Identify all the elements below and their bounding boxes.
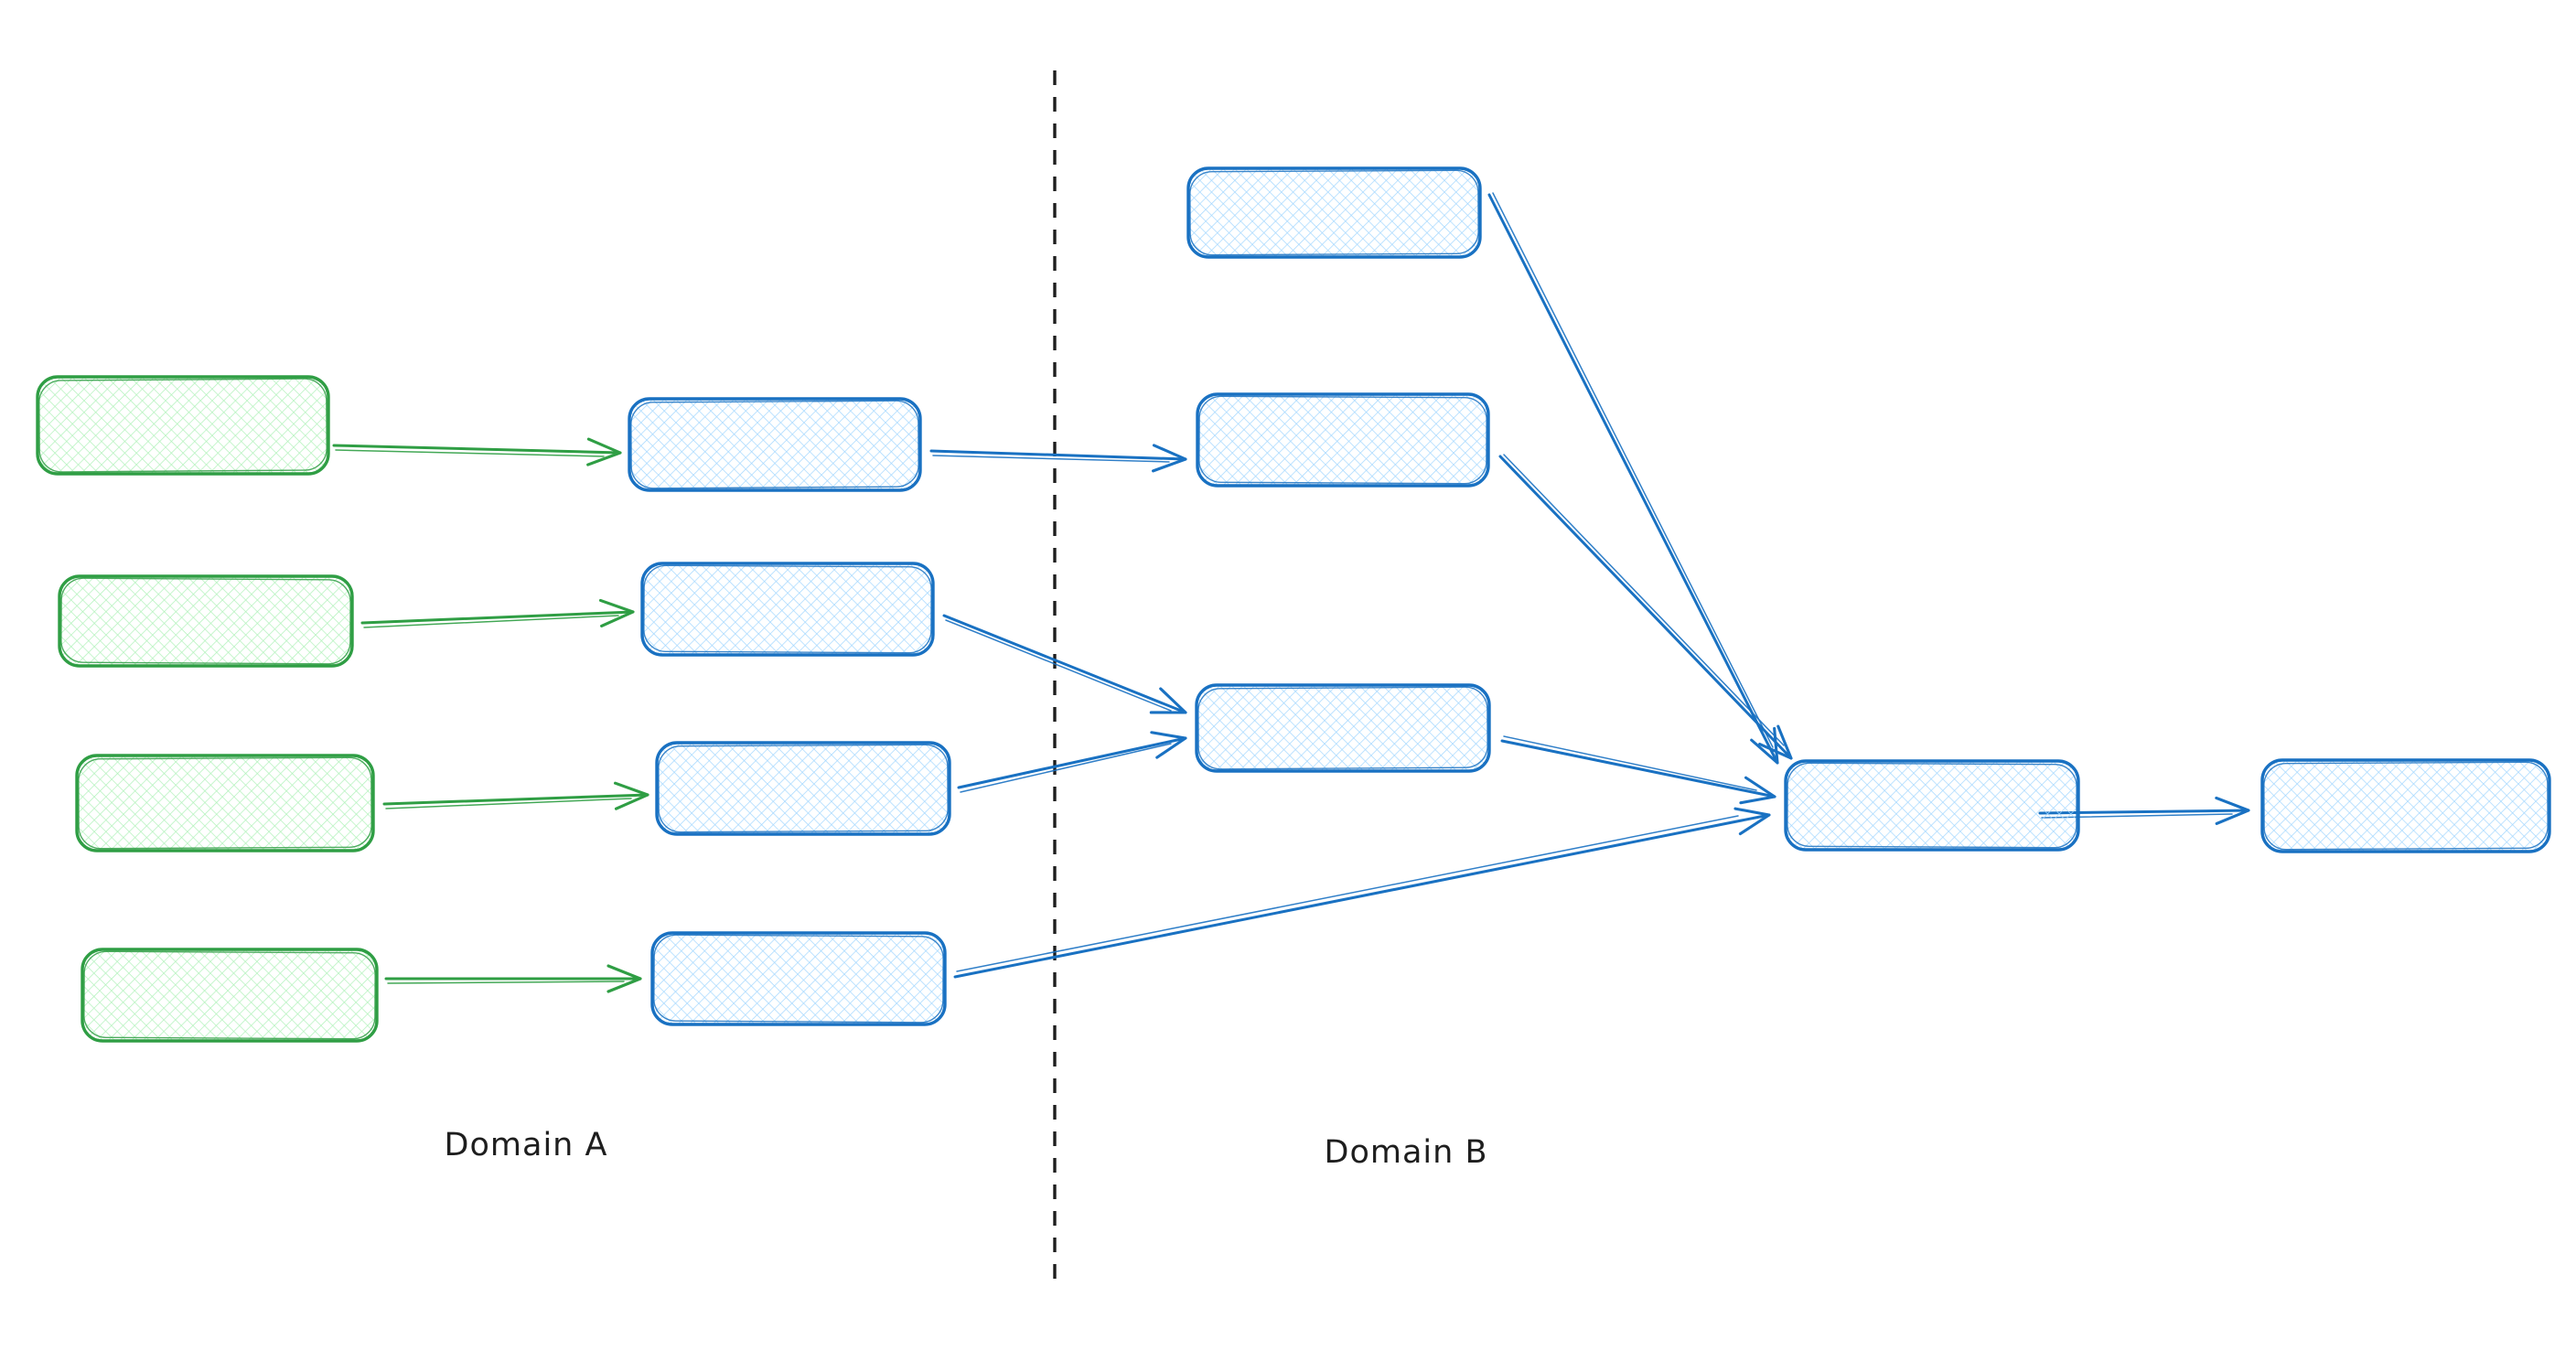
box-fill	[650, 931, 947, 1026]
mid-node-2	[640, 562, 935, 657]
arrow-mid4-to-aggregator	[953, 807, 1771, 979]
green-node-3	[75, 754, 375, 852]
box-fill	[75, 754, 375, 852]
arrow-overdraw	[1503, 735, 1757, 791]
mid-node-4	[650, 931, 947, 1026]
box-overdraw-stroke	[78, 756, 372, 850]
arrow-overdraw	[387, 981, 625, 984]
box-fill	[36, 375, 330, 476]
green-node-4	[80, 948, 379, 1043]
arrow-green2-to-mid2	[360, 598, 635, 627]
mid-node-3	[655, 741, 951, 836]
arrow-overdraw	[363, 615, 619, 628]
arrow-b3-to-aggregator	[1500, 739, 1776, 805]
arrow-overdraw	[1492, 192, 1774, 748]
green-edges	[332, 437, 649, 993]
arrow-overdraw	[335, 449, 605, 457]
arrow-b2-to-aggregator	[1498, 455, 1793, 760]
arrow-overdraw	[932, 455, 1170, 463]
box-overdraw-stroke	[643, 564, 932, 654]
box-fill	[1196, 392, 1490, 488]
arrow-overdraw	[956, 815, 1739, 972]
box-overdraw-stroke	[1197, 686, 1488, 770]
box-fill	[655, 741, 951, 836]
box-overdraw-stroke	[60, 577, 351, 665]
domain-b-label: Domain B	[1325, 1134, 1488, 1171]
box-overdraw-stroke	[83, 950, 376, 1040]
arrow-overdraw	[385, 798, 632, 809]
box-overdraw-stroke	[658, 744, 949, 833]
arrow-green1-to-mid1	[332, 437, 622, 466]
box-fill	[1195, 683, 1491, 773]
box-fill	[58, 574, 354, 668]
box-fill	[80, 948, 379, 1043]
arrow-b1-to-aggregator	[1487, 193, 1779, 765]
aggregator-node	[1784, 759, 2080, 852]
arrow-overdraw	[960, 743, 1172, 793]
box-overdraw-stroke	[630, 400, 919, 489]
arrow-mid2-to-b3	[942, 614, 1187, 714]
box-fill	[1186, 166, 1482, 259]
output-node	[2260, 758, 2551, 853]
green-node-1	[36, 375, 330, 476]
b-node-3	[1195, 683, 1491, 773]
mid-node-1	[628, 397, 922, 492]
arrow-mid1-to-b2	[929, 444, 1187, 473]
box-overdraw-stroke	[2263, 761, 2549, 851]
b-node-1	[1186, 166, 1482, 259]
box-fill	[628, 397, 922, 492]
arrow-green3-to-mid3	[382, 781, 649, 810]
green-node-2	[58, 574, 354, 668]
domain-a-label: Domain A	[445, 1127, 608, 1163]
b-node-2	[1196, 392, 1490, 488]
box-fill	[1784, 759, 2080, 852]
arrow-mid3-to-b3	[957, 731, 1187, 789]
arrow-overdraw	[1503, 454, 1785, 746]
box-fill	[640, 562, 935, 657]
arrow-overdraw	[945, 619, 1172, 712]
blue-edges	[929, 192, 2250, 979]
box-overdraw-stroke	[1189, 169, 1479, 256]
box-overdraw-stroke	[1198, 395, 1487, 485]
box-overdraw-stroke	[38, 378, 327, 473]
box-overdraw-stroke	[1787, 762, 2077, 849]
box-overdraw-stroke	[653, 934, 944, 1024]
box-fill	[2260, 758, 2551, 853]
